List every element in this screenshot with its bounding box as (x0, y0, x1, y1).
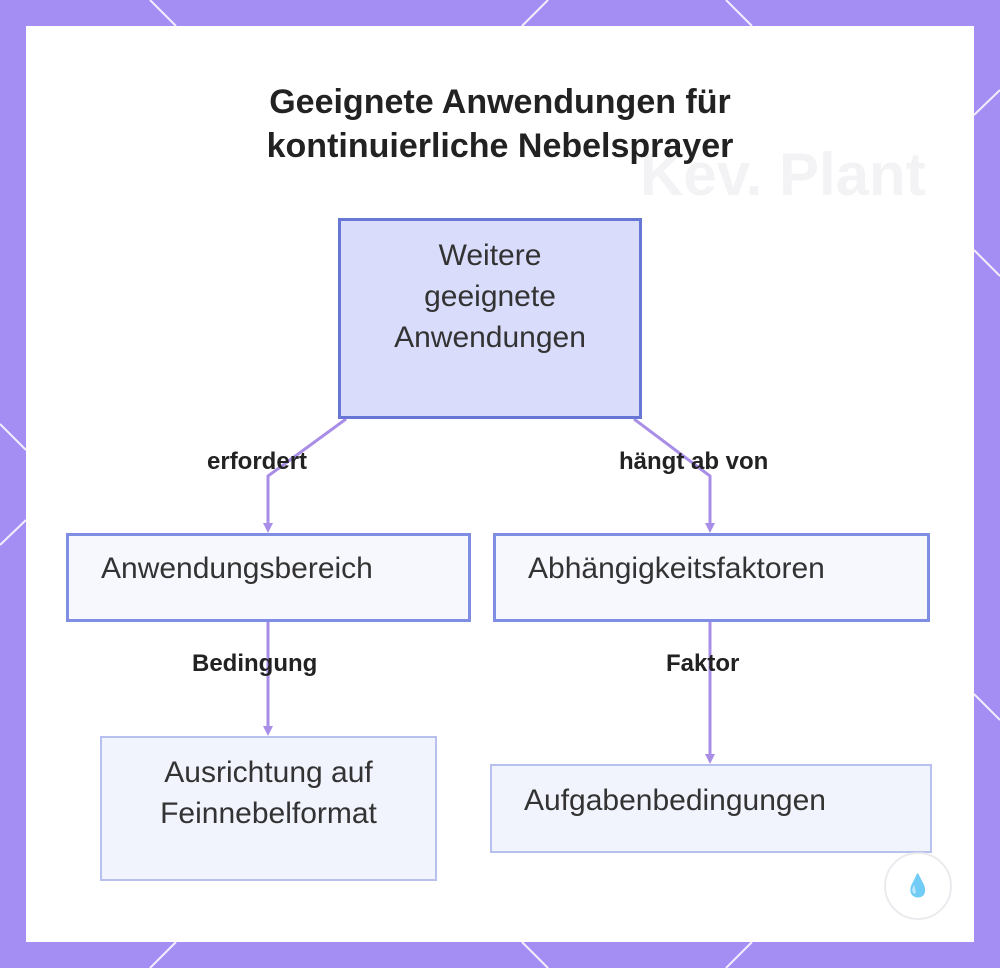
node-dependency-factors: Abhängigkeitsfaktoren (493, 533, 930, 622)
water-drop-icon: 💧 (884, 852, 952, 920)
edge-label-depends-on: hängt ab von (619, 448, 769, 475)
edge-label-requires: erfordert (207, 448, 308, 475)
node-fine-mist-alignment-label: Ausrichtung auf Feinnebelformat (160, 756, 377, 830)
node-fine-mist-alignment: Ausrichtung auf Feinnebelformat (100, 736, 437, 881)
node-further-applications: Weitere geeignete Anwendungen (338, 218, 642, 419)
edge-label-factor: Faktor (666, 650, 740, 677)
diagram-title: Geeignete Anwendungen für kontinuierlich… (0, 80, 1000, 168)
edge-label-condition: Bedingung (192, 650, 318, 677)
edge-depends-on (633, 417, 715, 533)
node-application-area-label: Anwendungsbereich (101, 552, 373, 585)
node-task-conditions: Aufgabenbedingungen (490, 764, 932, 853)
node-application-area: Anwendungsbereich (66, 533, 471, 622)
title-line-1: Geeignete Anwendungen für (269, 83, 731, 121)
edge-requires (263, 417, 347, 533)
node-dependency-factors-label: Abhängigkeitsfaktoren (528, 552, 825, 585)
node-further-applications-label: Weitere geeignete Anwendungen (394, 239, 586, 354)
background-watermark: Kev. Plant (640, 141, 926, 208)
title-line-2: kontinuierliche Nebelsprayer (266, 127, 734, 165)
node-task-conditions-label: Aufgabenbedingungen (524, 784, 826, 817)
